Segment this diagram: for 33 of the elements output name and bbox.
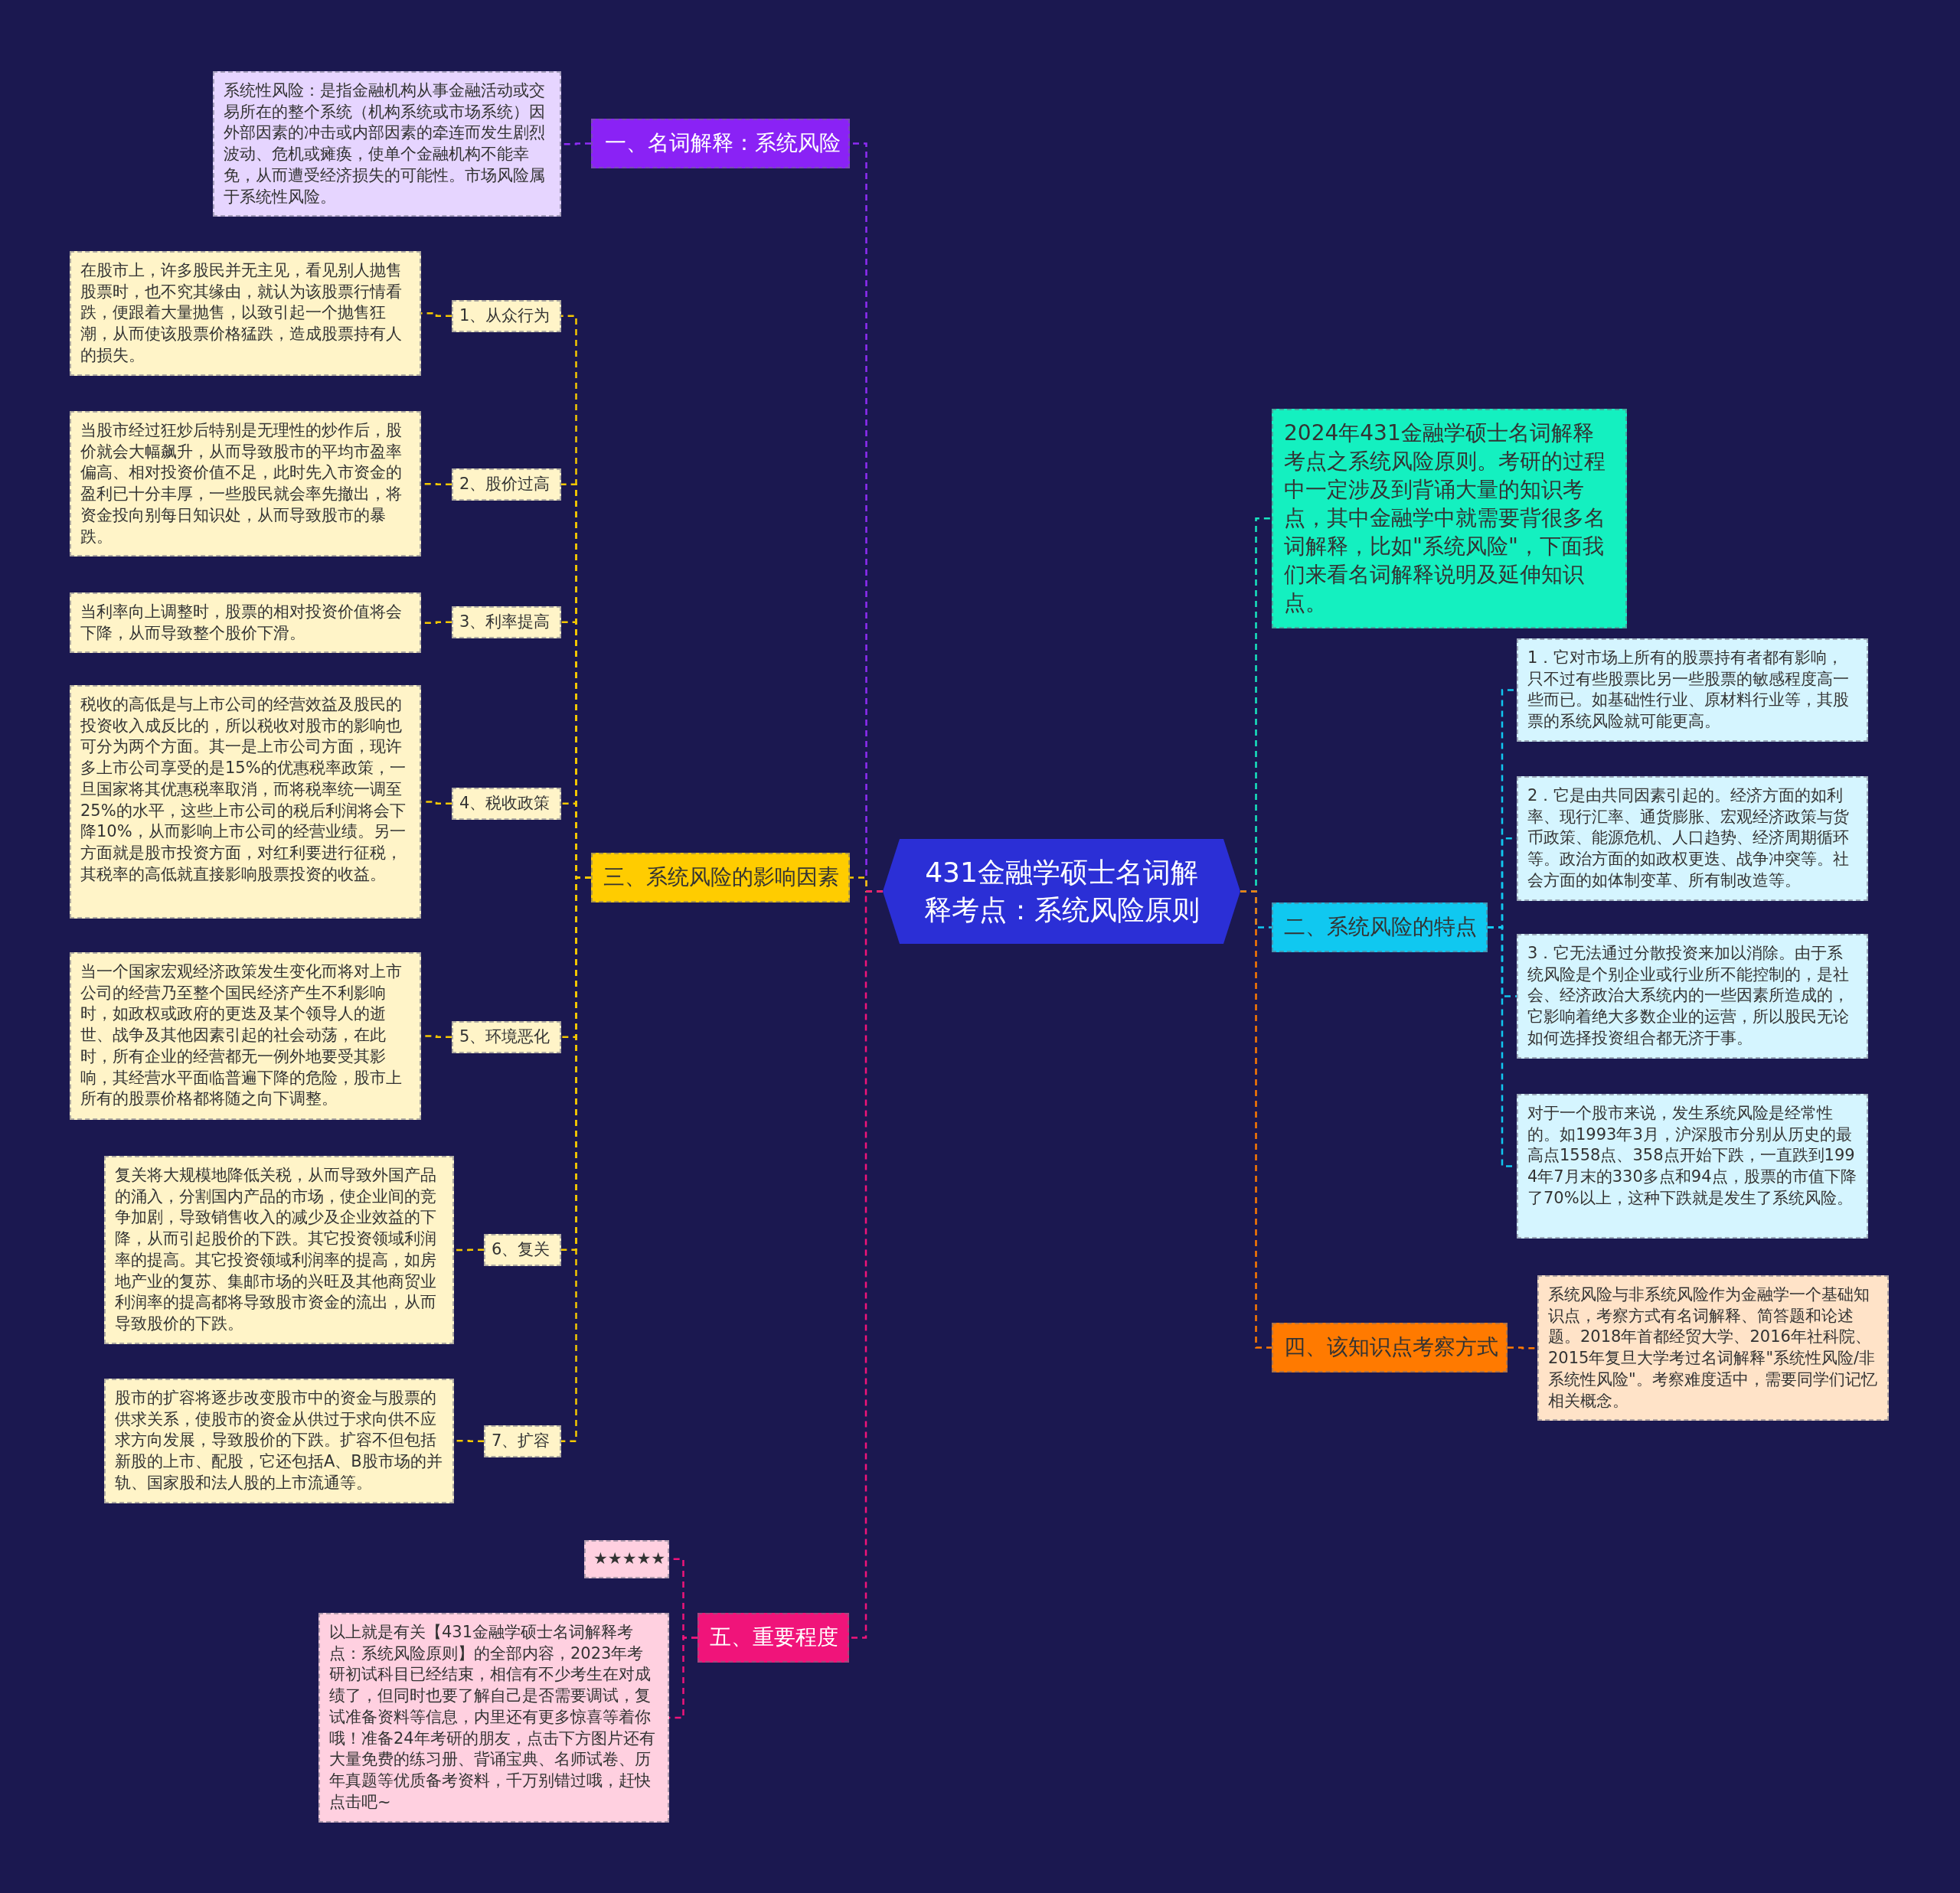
note-card: 当股市经过狂炒后特别是无理性的炒作后，股价就会大幅飙升，从而导致股市的平均市盈率偏高、相对投资价值不足，此时先入市资金的盈利已十分丰厚，一些股民就会率先撤出，将资金投向别每日知识处，从而导致股市的暴跌。 <box>70 411 421 557</box>
branch-topic: 五、重要程度 <box>697 1613 849 1663</box>
branch-topic: 四、该知识点考察方式 <box>1272 1323 1508 1372</box>
subtopic-tag: 7、扩容 <box>484 1425 561 1457</box>
connector-line <box>454 1248 484 1252</box>
note-card: 系统性风险：是指金融机构从事金融活动或交易所在的整个系统（机构系统或市场系统）因外部因素的冲击或内部因素的牵连而发生剧烈波动、危机或瘫痪，使单个金融机构不能幸免，从而遭受经济损失的可能性。市场风险属于系统性风险。 <box>213 71 561 217</box>
subtopic-tag: 5、环境恶化 <box>452 1021 561 1053</box>
connector-line <box>849 890 883 1639</box>
note-card: 以上就是有关【431金融学硕士名词解释考点：系统风险原则】的全部内容，2023年考研初试科目已经结束，相信有不少考生在对成绩了，但同时也要了解自己是否需要调试，复试准备资料等信息，内里还有更多惊喜等着你哦！准备24年考研的朋友，点击下方图片还有大量免费的练习册、背诵宝典、名师试卷、历年真题等优质备考资料，千万别错过哦，赶快点击吧~ <box>318 1613 669 1823</box>
intro-card: 2024年431金融学硕士名词解释考点之系统风险原则。考研的过程中一定涉及到背诵大量的知识考点，其中金融学中就需要背很多名词解释，比如"系统风险"，下面我们来看名词解释说明及延伸知识点。 <box>1272 409 1627 628</box>
subtopic-tag: ★★★★★ <box>584 1540 669 1578</box>
note-card: 对于一个股市来说，发生系统风险是经常性的。如1993年3月，沪深股市分别从历史的最高点1558点、358点开始下跌，一直跌到1994年7月末的330多点和94点，股票的市值下降了70%以上，这种下跌就是发生了系统风险。 <box>1517 1094 1868 1239</box>
note-card: 2．它是由共同因素引起的。经济方面的如利率、现行汇率、通货膨胀、宏观经济政策与货币政策、能源危机、人口趋势、经济周期循环等。政治方面的如政权更迭、战争冲突等。社会方面的如体制变革、所有制改造等。 <box>1517 776 1868 901</box>
subtopic-tag: 2、股价过高 <box>452 468 561 501</box>
connector-line <box>421 312 452 318</box>
subtopic-tag: 6、复关 <box>484 1234 561 1266</box>
note-card: 系统风险与非系统风险作为金融学一个基础知识点，考察方式有名词解释、简答题和论述题。2018年首都经贸大学、2016年社科院、2015年复旦大学考过名词解释"系统性风险/非系统性风险"。考察难度适中，需要同学们记忆相关概念。 <box>1537 1275 1889 1421</box>
note-card: 3．它无法通过分散投资来加以消除。由于系统风险是个别企业或行业所不能控制的，是社会、经济政治大系统内的一些因素所造成的，它影响着绝大多数企业的运营，所以股民无论如何选择投资组合都无济于事。 <box>1517 934 1868 1059</box>
branch-topic: 二、系统风险的特点 <box>1272 902 1488 952</box>
subtopic-tag: 1、从众行为 <box>452 300 561 332</box>
note-card: 当利率向上调整时，股票的相对投资价值将会下降，从而导致整个股价下滑。 <box>70 592 421 654</box>
subtopic-tag: 4、税收政策 <box>452 788 561 820</box>
note-card: 在股市上，许多股民并无主见，看见别人抛售股票时，也不究其缘由，就认为该股票行情看跌，便跟着大量抛售，以致引起一个抛售狂潮，从而使该股票价格猛跌，造成股票持有人的损失。 <box>70 251 421 376</box>
connector-line <box>1240 890 1272 1349</box>
note-card: 复关将大规模地降低关税，从而导致外国产品的涌入，分割国内产品的市场，使企业间的竞争加剧，导致销售收入的减少及企业效益的下降，从而引起股价的下跌。其它投资领域利润率的提高。其它投资领域利润率的提高，如房地产业的复苏、集邮市场的兴旺及其他商贸业利润率的提高都将导致股市资金的流出，从而导致股价的下跌。 <box>104 1156 454 1344</box>
note-card: 股市的扩容将逐步改变股市中的资金与股票的供求关系，使股市的资金从供过于求向供不应求方向发展，导致股价的下跌。扩容不但包括新股的上市、配股，它还包括A、B股市场的并轨、国家股和法人股的上市流通等。 <box>104 1379 454 1503</box>
branch-topic: 一、名词解释：系统风险 <box>591 119 850 168</box>
subtopic-tag: 3、利率提高 <box>452 606 561 638</box>
note-card: 税收的高低是与上市公司的经营效益及股民的投资收入成反比的，所以税收对股市的影响也可分为两个方面。其一是上市公司方面，现许多上市公司享受的是15%的优惠税率政策，一旦国家将其优惠税率取消，而将税率统一调至25%的水平，这些上市公司的税后利润将会下降10%，从而影响上市公司的经营业绩。另一方面就是股市投资方面，对红利要进行征税，其税率的高低就直接影响股票投资的收益。 <box>70 685 421 919</box>
branch-topic: 三、系统风险的影响因素 <box>591 853 850 902</box>
central-topic: 431金融学硕士名词解释考点：系统风险原则 <box>883 839 1240 944</box>
note-card: 当一个国家宏观经济政策发生变化而将对上市公司的经营乃至整个国民经济产生不利影响时，如政权或政府的更迭及某个领导人的逝世、战争及其他因素引起的社会动荡，在此时，所有企业的经营都无一例外地要受其影响，其经营水平面临普遍下降的危险，股市上所有的股票价格都将随之向下调整。 <box>70 952 421 1120</box>
note-card: 1．它对市场上所有的股票持有者都有影响，只不过有些股票比另一些股票的敏感程度高一些而已。如基础性行业、原材料行业等，其股票的系统风险就可能更高。 <box>1517 638 1868 742</box>
